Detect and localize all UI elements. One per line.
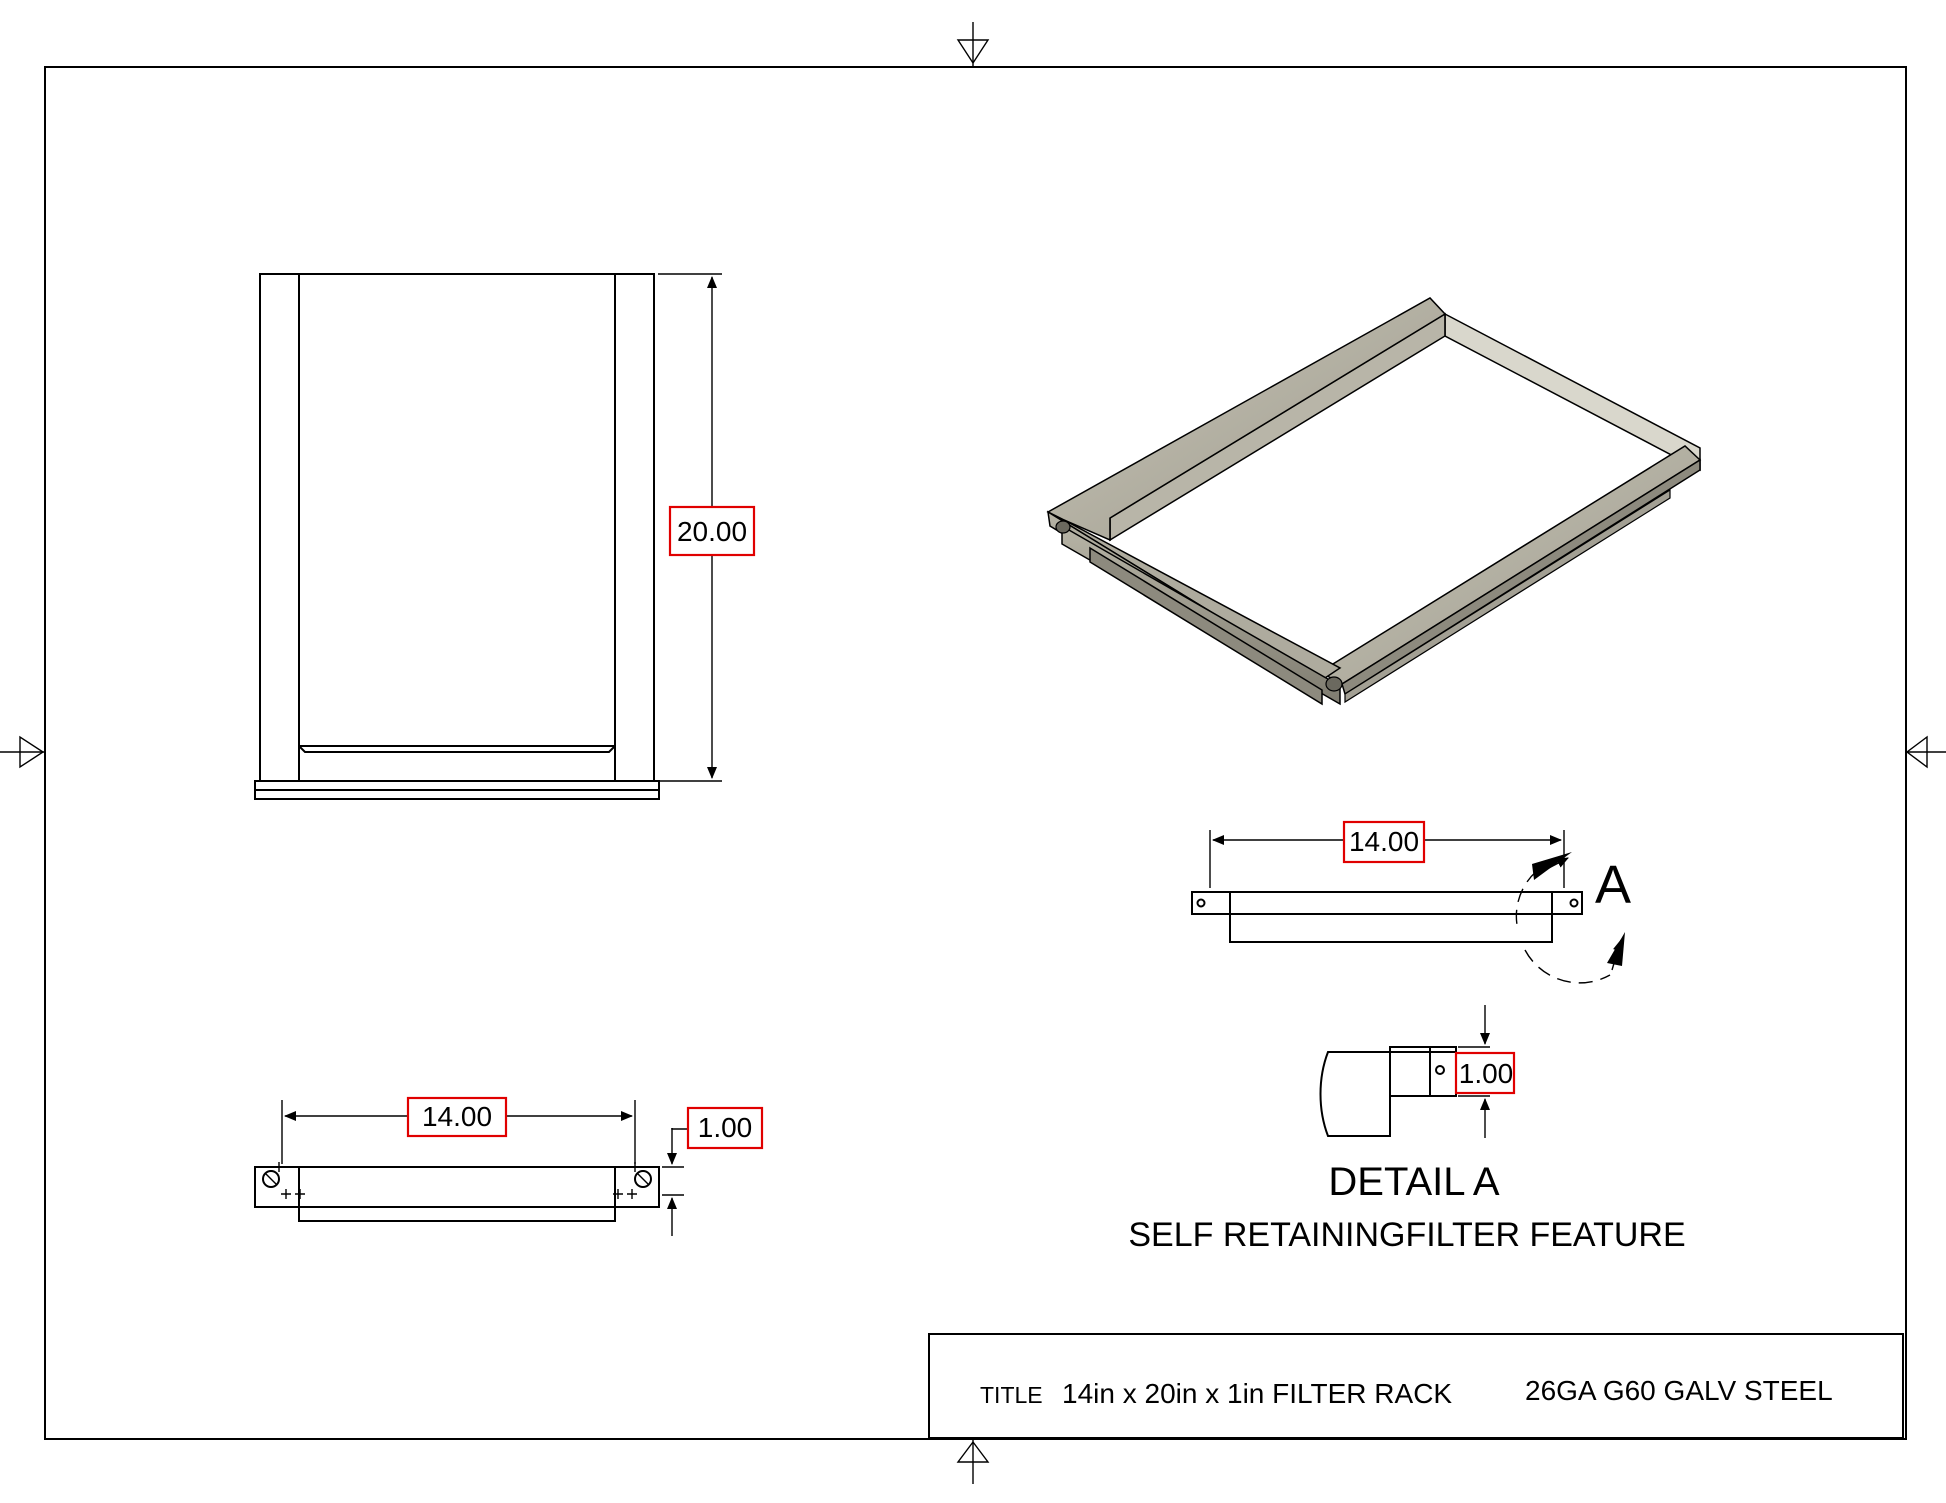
bottom-view-marks	[264, 1162, 650, 1199]
center-mark-bottom	[956, 1439, 990, 1484]
front-view	[254, 273, 660, 800]
dimension-box	[406, 1096, 508, 1138]
detail-title: DETAIL A	[1328, 1160, 1499, 1204]
title-label: TITLE	[980, 1382, 1043, 1408]
detail-callout-letter: A	[1595, 855, 1631, 915]
bottom-width-dimension	[281, 1100, 636, 1164]
detail-a-view	[1319, 1046, 1457, 1137]
center-mark-left	[0, 735, 45, 769]
dimension-bottom-width: 14.00	[422, 1101, 492, 1132]
detail-subtitle: SELF RETAININGFILTER FEATURE	[1128, 1216, 1685, 1254]
dimension-bottom-depth: 1.00	[698, 1112, 753, 1143]
detail-arrowhead-lower	[1607, 932, 1625, 966]
front-height-dimension	[658, 273, 722, 782]
dimension-box	[686, 1106, 764, 1150]
detail-depth-dimension	[1458, 1005, 1490, 1138]
dimension-box	[668, 505, 756, 557]
dimension-box	[1454, 1051, 1516, 1095]
detail-arrowhead-upper	[1532, 852, 1572, 880]
bottom-view	[254, 1166, 660, 1222]
side-width-dimension	[1209, 830, 1565, 888]
dimension-box	[1342, 820, 1426, 864]
center-mark-right	[1905, 735, 1946, 769]
material-spec: 26GA G60 GALV STEEL	[1525, 1375, 1833, 1406]
dimension-detail-depth: 1.00	[1459, 1058, 1514, 1089]
isometric-view	[1046, 297, 1702, 706]
dimension-front-height: 20.00	[677, 516, 747, 547]
side-view	[1191, 891, 1583, 943]
center-mark-top	[956, 22, 990, 67]
bottom-depth-dimension	[662, 1128, 688, 1236]
dimension-side-width: 14.00	[1349, 826, 1419, 857]
title-block	[928, 1333, 1904, 1439]
title-value: 14in x 20in x 1in FILTER RACK	[1062, 1378, 1452, 1409]
